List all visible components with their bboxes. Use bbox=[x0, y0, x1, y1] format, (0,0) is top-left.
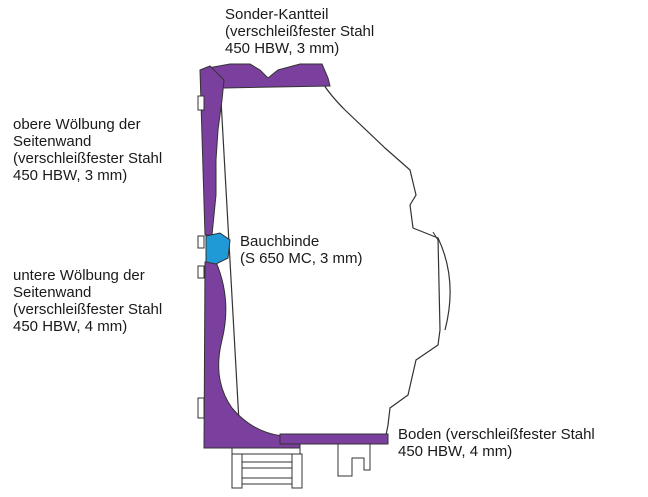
nose-detail bbox=[437, 237, 451, 331]
body-outline bbox=[219, 81, 441, 441]
top-edge-part bbox=[207, 63, 331, 89]
label-upper-bulge: obere Wölbung der Seitenwand (verschleiß… bbox=[13, 116, 163, 184]
bottom-mount bbox=[231, 447, 303, 489]
upper-bulge-wall bbox=[199, 65, 225, 236]
belly-band bbox=[205, 232, 231, 265]
floor-plate bbox=[279, 433, 389, 445]
label-lower-bulge: untere Wölbung der Seitenwand (verschlei… bbox=[13, 267, 163, 335]
label-belly-band: Bauchbinde (S 650 MC, 3 mm) bbox=[240, 233, 363, 267]
label-floor: Boden (verschleißfester Stahl 450 HBW, 4… bbox=[398, 426, 595, 460]
lower-bulge-wall bbox=[203, 261, 301, 449]
bottom-bracket bbox=[337, 443, 371, 477]
label-top-edge: Sonder-Kantteil (verschleißfester Stahl … bbox=[225, 6, 375, 57]
